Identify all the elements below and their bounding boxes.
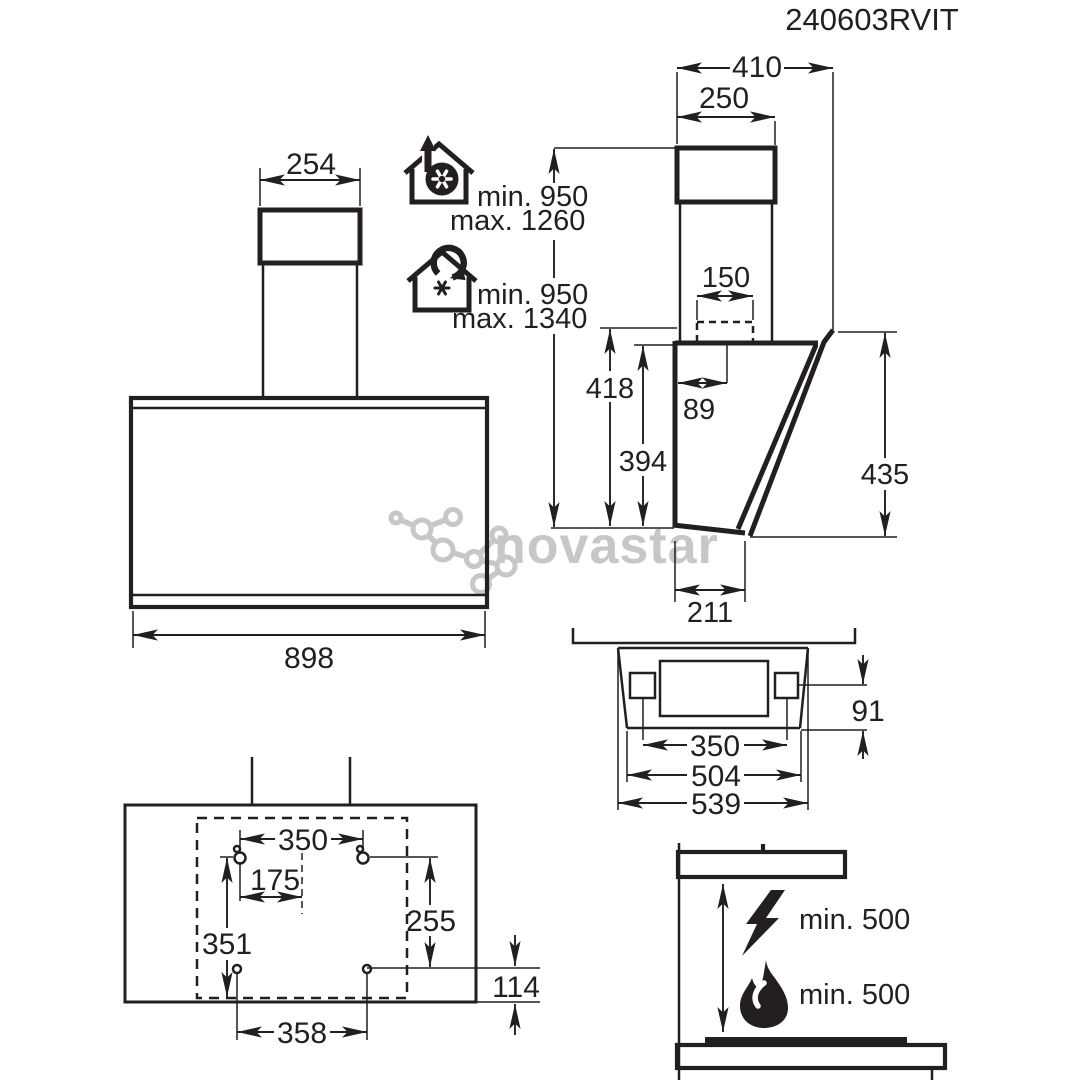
house-exhaust-fan-icon bbox=[403, 135, 475, 205]
dim-height-inner: 394 bbox=[619, 446, 667, 478]
dim-body-width: 504 bbox=[691, 760, 741, 793]
clearance-diagram: min. 500 min. 500 bbox=[674, 843, 948, 1080]
left-bracket bbox=[628, 671, 657, 700]
side-view: 410 250 150 89 418 394 bbox=[585, 50, 912, 629]
exhaust-min-height: min. 950 bbox=[477, 181, 588, 213]
dim-chimney-depth: 250 bbox=[699, 82, 749, 115]
dim-body-width: 898 bbox=[284, 642, 334, 675]
recirc-min-height: min. 950 bbox=[477, 279, 588, 311]
cooktop-surface bbox=[705, 1037, 907, 1045]
screw-hole-right bbox=[361, 963, 373, 975]
top-view: 350 504 539 91 bbox=[571, 628, 885, 821]
motor-housing bbox=[658, 659, 770, 718]
clearance-gas: min. 500 bbox=[799, 979, 910, 1011]
mounting-template: 350 175 351 255 114 358 bbox=[123, 757, 540, 1050]
exhaust-max-height: max. 1260 bbox=[450, 205, 585, 237]
lightning-bolt-icon bbox=[742, 890, 785, 956]
house-recirculation-fan-icon bbox=[406, 244, 478, 313]
dim-half-span: 175 bbox=[250, 864, 300, 897]
recirc-max-height: max. 1340 bbox=[452, 303, 587, 335]
dim-bracket-inset: 91 bbox=[851, 695, 884, 728]
front-view: 254 898 bbox=[128, 148, 490, 675]
drawing-title: 240603RVIT bbox=[785, 2, 959, 37]
dim-right-height: 255 bbox=[406, 905, 456, 938]
clearance-electric: min. 500 bbox=[799, 904, 910, 936]
dim-duct-offset: 89 bbox=[683, 394, 715, 426]
flame-icon bbox=[740, 960, 788, 1028]
dim-height-back: 418 bbox=[586, 373, 634, 405]
screw-hole-left bbox=[231, 963, 243, 975]
dim-glass-height: 435 bbox=[861, 459, 909, 491]
dim-bottom-offset: 114 bbox=[492, 971, 540, 1004]
install-height-legend: min. 950 max. 1260 min. 950 max. 1340 bbox=[403, 135, 677, 529]
dim-bottom-holes-span: 358 bbox=[277, 1017, 327, 1050]
dim-left-height: 351 bbox=[202, 928, 252, 961]
dim-duct-width: 150 bbox=[702, 262, 750, 294]
dim-bracket-span: 350 bbox=[690, 730, 740, 763]
right-bracket bbox=[773, 671, 800, 700]
dim-top-holes-span: 350 bbox=[278, 824, 328, 857]
counter bbox=[674, 1042, 948, 1071]
dim-overall-width: 539 bbox=[691, 788, 741, 821]
dim-chimney-width: 254 bbox=[286, 148, 336, 181]
hood-bottom bbox=[675, 849, 848, 880]
dim-bottom-depth: 211 bbox=[687, 597, 733, 629]
dim-overall-depth: 410 bbox=[732, 51, 782, 84]
